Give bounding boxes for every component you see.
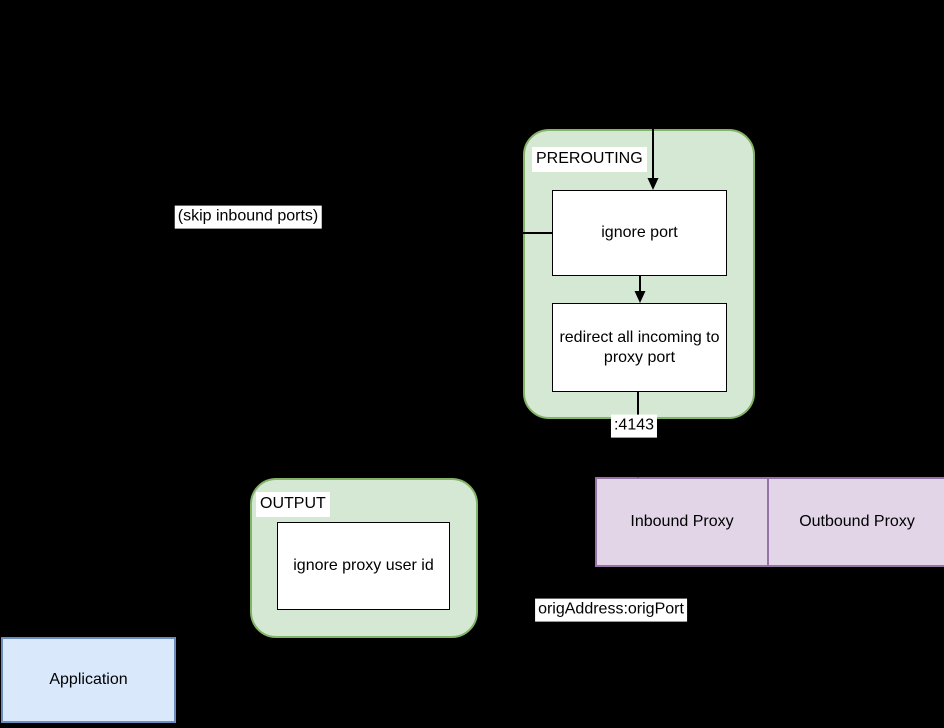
step-redirect-incoming-label: redirect all incoming to proxy port — [559, 328, 720, 366]
step-ignore-proxy-user-id: ignore proxy user id — [277, 522, 450, 610]
outbound-proxy-label: Outbound Proxy — [799, 513, 915, 530]
proxy-row: Inbound Proxy Outbound Proxy — [595, 477, 944, 567]
outbound-proxy-box: Outbound Proxy — [769, 477, 944, 567]
application-label: Application — [49, 671, 128, 688]
inbound-proxy-box: Inbound Proxy — [595, 477, 769, 567]
arrowhead-into-ignore-port — [647, 178, 659, 190]
arrowhead-into-inbound-proxy — [632, 466, 644, 478]
step-redirect-incoming: redirect all incoming to proxy port — [552, 303, 727, 392]
arrowhead-into-redirect — [634, 291, 646, 303]
step-ignore-port: ignore port — [552, 190, 727, 276]
inbound-proxy-label: Inbound Proxy — [630, 513, 734, 530]
orig-address-label: origAddress:origPort — [535, 598, 687, 622]
prerouting-title: PREROUTING — [532, 147, 647, 172]
step-ignore-proxy-user-id-label: ignore proxy user id — [293, 557, 434, 574]
output-title: OUTPUT — [256, 492, 330, 517]
step-ignore-port-label: ignore port — [601, 224, 678, 241]
arrowhead-into-application-right — [176, 674, 188, 686]
arrowhead-into-application-top — [66, 625, 78, 637]
skip-inbound-ports-label: (skip inbound ports) — [174, 205, 322, 229]
application-box: Application — [1, 637, 176, 723]
proxy-port-label: :4143 — [610, 414, 658, 438]
